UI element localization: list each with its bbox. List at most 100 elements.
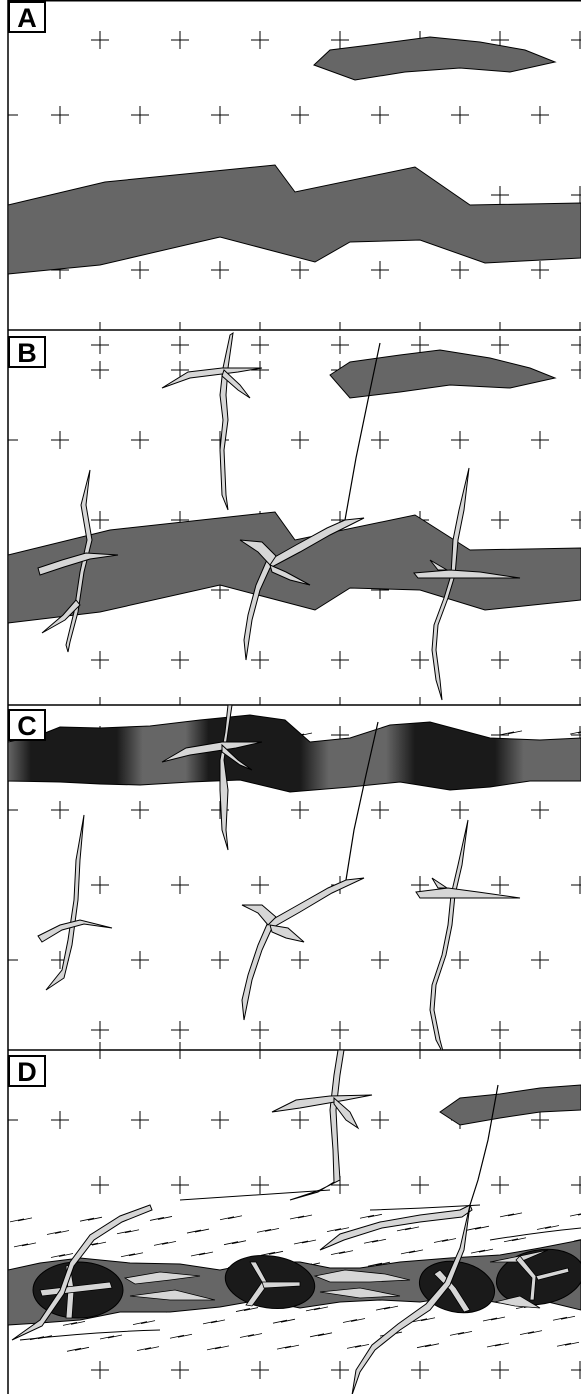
foliation-mark: [137, 1347, 159, 1351]
granite-cross: [171, 876, 189, 894]
foliation-mark: [261, 1251, 283, 1255]
granite-cross: [571, 1361, 581, 1379]
granite-cross: [251, 1021, 269, 1039]
granite-cross: [51, 801, 69, 819]
crack-top: [272, 1050, 372, 1200]
granite-cross: [291, 1111, 309, 1129]
foliation-mark: [117, 1230, 139, 1234]
granite-cross: [91, 1176, 109, 1194]
granite-cross: [171, 1021, 189, 1039]
granite-cross: [571, 336, 581, 354]
foliation-mark: [537, 1225, 559, 1229]
panel-label-b: B: [9, 337, 45, 368]
foliation-mark: [220, 1216, 242, 1220]
granite-cross: [491, 1361, 509, 1379]
granite-cross: [491, 336, 509, 354]
granite-cross: [91, 651, 109, 669]
granite-cross: [531, 1111, 549, 1129]
granite-cross: [371, 106, 389, 124]
granite-cross: [451, 106, 469, 124]
dark-layer: [8, 165, 581, 274]
granite-cross: [371, 951, 389, 969]
granite-cross: [571, 511, 581, 529]
granite-cross: [411, 1021, 429, 1039]
granite-cross: [331, 651, 349, 669]
foliation-mark: [290, 1215, 312, 1219]
vein: [38, 920, 112, 942]
vein: [334, 1098, 358, 1128]
boudinaged-layer: [8, 715, 581, 792]
foliation-mark: [504, 1238, 526, 1242]
granite-cross: [491, 876, 509, 894]
crack-right: [416, 820, 520, 1055]
panel-label-c-text: C: [17, 711, 37, 741]
foliation-mark: [224, 1241, 246, 1245]
vein: [46, 815, 84, 990]
vein: [242, 878, 364, 1020]
foliation-mark: [434, 1239, 456, 1243]
foliation-mark: [376, 1306, 398, 1310]
granite-cross: [491, 511, 509, 529]
edge-ticks: [100, 1042, 580, 1050]
granite-cross: [251, 1361, 269, 1379]
foliation-mark: [450, 1331, 472, 1335]
granite-cross: [91, 511, 109, 529]
foliation-mark: [500, 1213, 522, 1217]
foliation-mark: [331, 1251, 353, 1255]
vein: [270, 925, 304, 942]
granite-cross: [411, 1176, 429, 1194]
panel-a: [8, 31, 581, 354]
foliation-mark: [187, 1229, 209, 1233]
panel-b: [8, 333, 581, 705]
isolated-layer-lens: [330, 350, 555, 398]
granite-cross: [491, 1021, 509, 1039]
crack-long: [320, 1085, 498, 1394]
panel-label-a: A: [9, 2, 45, 33]
foliation-mark: [80, 1217, 102, 1221]
vein: [220, 333, 233, 510]
granite-cross: [491, 1176, 509, 1194]
granite-cross: [491, 651, 509, 669]
foliation-mark: [347, 1344, 369, 1348]
foliation-mark: [170, 1334, 192, 1338]
crack-left: [38, 815, 112, 990]
granite-cross: [91, 361, 109, 379]
granite-cross: [131, 801, 149, 819]
granite-cross: [171, 1176, 189, 1194]
granite-cross: [251, 31, 269, 49]
foliation-mark: [133, 1321, 155, 1325]
foliation-mark: [14, 1243, 36, 1247]
foliation-mark: [207, 1346, 229, 1350]
granite-cross: [91, 1361, 109, 1379]
granite-cross: [171, 651, 189, 669]
panel-label-c: C: [9, 710, 45, 741]
granite-cross: [171, 31, 189, 49]
foliation-mark: [360, 1214, 382, 1218]
granite-crosses-bottom: [91, 1361, 581, 1379]
granite-cross: [331, 1361, 349, 1379]
granite-cross: [131, 431, 149, 449]
granite-cross: [571, 31, 581, 49]
foliation-mark: [47, 1231, 69, 1235]
panel-label-d-text: D: [17, 1057, 37, 1087]
granite-cross: [251, 651, 269, 669]
edge-ticks: [100, 697, 580, 705]
foliation-mark: [150, 1216, 172, 1220]
panel-c: [8, 705, 581, 1055]
vein: [242, 905, 276, 925]
vein: [320, 1205, 472, 1250]
panel-label-a-text: A: [17, 3, 37, 33]
granite-cross: [531, 106, 549, 124]
foliation-mark: [500, 731, 522, 735]
foliation-mark: [327, 1228, 349, 1232]
granite-cross: [291, 431, 309, 449]
granite-cross: [371, 261, 389, 279]
granite-cross: [371, 1111, 389, 1129]
foliation-mark: [100, 1335, 122, 1339]
granite-cross: [371, 431, 389, 449]
isolated-layer-lens: [314, 37, 555, 80]
granite-cross: [51, 431, 69, 449]
granite-cross: [251, 1176, 269, 1194]
granite-cross: [291, 106, 309, 124]
